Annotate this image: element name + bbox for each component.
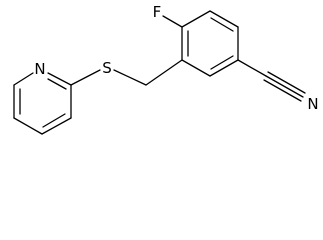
fluorine-atom-label: F bbox=[153, 3, 162, 21]
bond-c2-n-inner bbox=[47, 78, 67, 90]
bond-c4-cn bbox=[237, 59, 267, 77]
nitrile-triple-bond-1 bbox=[265, 75, 304, 98]
bond-c2-c3-inner bbox=[210, 17, 234, 32]
nitrile-triple-bond-2 bbox=[267, 71, 306, 94]
bond-ch2-s bbox=[113, 69, 147, 86]
bond-n-c6 bbox=[13, 72, 34, 86]
pyridine-nitrogen-label: N bbox=[34, 60, 45, 78]
bond-c4-c3 bbox=[41, 117, 72, 135]
bond-c2-c3 bbox=[209, 10, 239, 28]
sulfur-atom-label: S bbox=[102, 59, 112, 77]
pyridine-ring bbox=[13, 72, 72, 135]
bond-c4-c5-inner bbox=[210, 55, 234, 70]
nitrile-nitrogen-label: N bbox=[307, 95, 318, 113]
chemical-structure: F N S N bbox=[13, 3, 319, 135]
bond-ring-ch2 bbox=[145, 59, 183, 86]
nitrile-triple-bond-3 bbox=[263, 79, 302, 102]
bond-c5-c4 bbox=[13, 117, 43, 135]
bond-c2-n bbox=[47, 72, 72, 86]
bond-c5-c6 bbox=[181, 59, 211, 77]
bond-s-pyridine bbox=[70, 69, 101, 86]
bond-c1-c2 bbox=[181, 10, 211, 28]
bond-c4-c3-inner bbox=[42, 113, 66, 128]
bond-c4-c5 bbox=[209, 59, 239, 77]
bond-c1-f bbox=[162, 15, 183, 28]
benzene-ring bbox=[181, 10, 239, 77]
